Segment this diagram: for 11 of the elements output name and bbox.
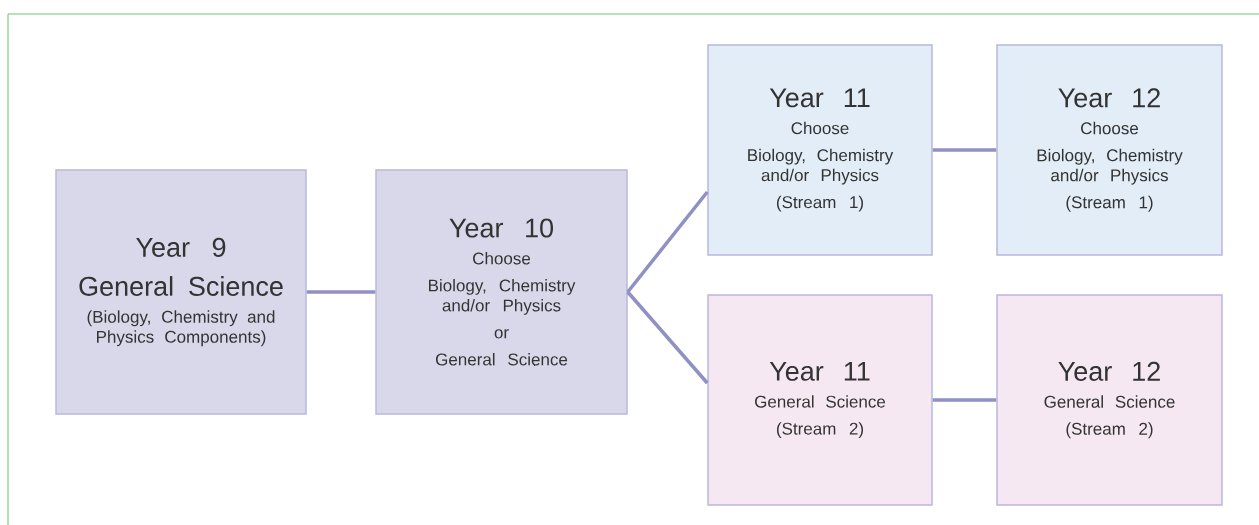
process-box: Year 11 General Science (Stream 2) — [707, 294, 933, 506]
connector-line — [306, 290, 376, 294]
connector-line — [626, 290, 709, 385]
connector-line — [932, 398, 997, 402]
process-box: Year 12 General Science (Stream 2) — [996, 294, 1223, 506]
connector-line — [626, 190, 709, 294]
process-box: Year 10 Choose Biology, Chemistry and/or Physics or General Science — [375, 169, 628, 415]
connector-line — [932, 148, 997, 152]
process-box: Year 12 Choose Biology, Chemistry and/or Physics (Stream 1) — [996, 44, 1223, 256]
process-box: Year 11 Choose Biology, Chemistry and/or Physics (Stream 1) — [707, 44, 933, 256]
process-box: Year 9 General Science (Biology, Chemistry and Physics Components) — [55, 169, 307, 415]
